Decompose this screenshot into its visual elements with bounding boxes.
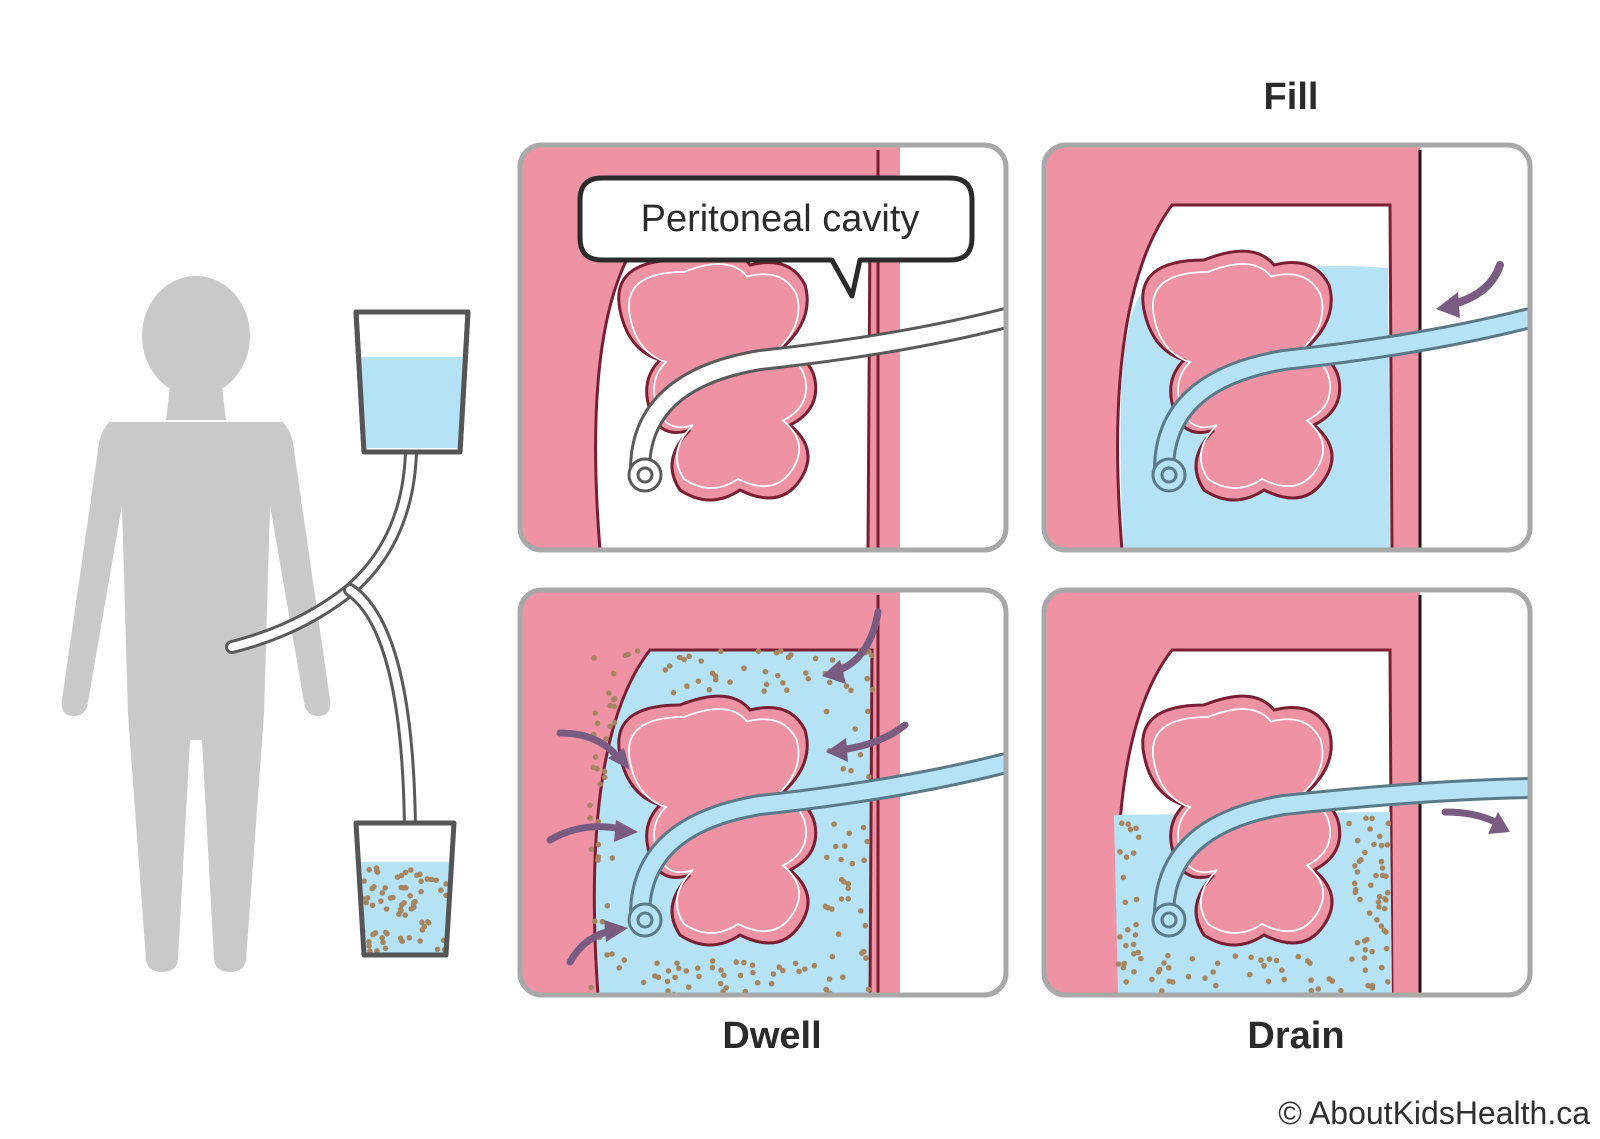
person-silhouette-icon bbox=[61, 276, 331, 972]
callout-peritoneal-cavity: Peritoneal cavity bbox=[640, 198, 920, 240]
panel-dwell bbox=[517, 587, 1009, 998]
copyright-notice: © AboutKidsHealth.ca bbox=[1278, 1095, 1590, 1131]
dialysis-tubing bbox=[225, 445, 418, 837]
panel-drain bbox=[1041, 587, 1533, 998]
label-fill: Fill bbox=[1263, 76, 1319, 118]
label-drain: Drain bbox=[1247, 1015, 1345, 1057]
fluid-bag-icon bbox=[353, 309, 471, 455]
callout-bubble bbox=[577, 175, 975, 299]
curved-arrow-icon bbox=[1441, 808, 1499, 826]
waste-bag-icon bbox=[353, 820, 457, 958]
label-dwell: Dwell bbox=[722, 1015, 822, 1057]
panel-fill bbox=[1041, 142, 1533, 553]
